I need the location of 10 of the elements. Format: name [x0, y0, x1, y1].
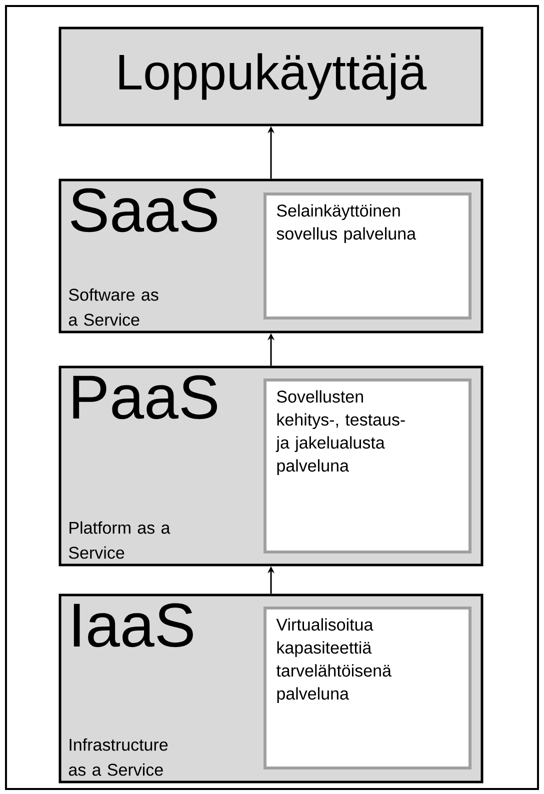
- description-text: Virtualisoitua kapasiteettiä tarvelähtöisenä palveluna: [276, 618, 392, 704]
- description-text: Sovellusten kehitys-, testaus- ja jakelualusta palveluna: [276, 390, 405, 476]
- layer-acronym: SaaS: [71, 188, 217, 232]
- layer-name: Infrastructure as a Service: [68, 738, 168, 776]
- title-text: Loppukäyttäjä: [119, 53, 427, 100]
- layer-acronym: PaaS: [73, 375, 217, 420]
- description-text: Selainkäyttöinen sovellus palveluna: [276, 204, 416, 244]
- layer-name: Platform as a Service: [68, 521, 170, 559]
- layer-name: Software as a Service: [68, 288, 158, 326]
- layer-acronym: IaaS: [74, 603, 193, 648]
